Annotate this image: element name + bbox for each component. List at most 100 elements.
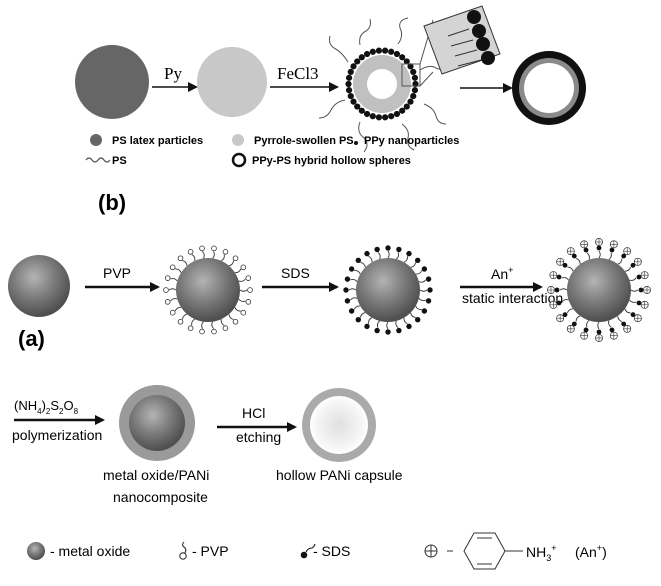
oplus-icon [424, 544, 438, 558]
pvp-head [211, 245, 217, 252]
legend-sds-symbol [300, 543, 316, 559]
legend-pvp-symbol [179, 541, 187, 560]
ppy-nanoparticle [399, 54, 406, 61]
ligand-tail [629, 277, 637, 281]
pvp-ligands [163, 245, 253, 335]
ligand-tail [586, 320, 590, 328]
ligand-tail [575, 315, 581, 322]
ppy-nanoparticle [345, 74, 353, 81]
ligand-tail [630, 289, 639, 292]
metal-oxide-pani-composite [119, 385, 195, 461]
pvp-head [222, 248, 229, 255]
sds-head [583, 247, 589, 253]
ligand-tail [353, 305, 361, 310]
pvp-coated-particle [163, 245, 253, 335]
ps-latex-particle [75, 45, 149, 119]
sds-head [571, 321, 577, 327]
legend-ps-latex-swatch [90, 134, 102, 146]
legend-pyrrole-swatch [232, 134, 244, 146]
ligand-tail [377, 320, 381, 328]
ligand-tail [629, 299, 637, 303]
pvp-head [169, 264, 176, 271]
ligand-tail [191, 318, 195, 326]
ligand-tail [418, 279, 427, 283]
pyrrole-swollen-ps [197, 47, 267, 117]
ppy-nanoparticle [403, 58, 410, 65]
ligand-tail [395, 252, 399, 260]
ligand-tail [238, 298, 246, 302]
ligand-tail [608, 320, 612, 328]
sds-head [414, 316, 421, 323]
sds-head [425, 298, 432, 304]
ligand-tail [170, 298, 178, 302]
ligand-tail [239, 289, 248, 292]
sds-head [609, 327, 615, 333]
sds-head [374, 246, 380, 253]
ligand-tail [410, 312, 416, 319]
sds-head [364, 250, 370, 257]
sds-head [396, 327, 402, 334]
ligand-tail [567, 308, 574, 314]
sds-head [556, 300, 562, 306]
ligand-tail [410, 262, 417, 268]
reagent-sds: SDS [281, 265, 310, 281]
pvp-head [199, 245, 205, 252]
sds-coated-particle [343, 245, 433, 335]
ligand-tail [182, 313, 188, 320]
panel-a-label: (a) [18, 326, 45, 351]
note-static-interaction: static interaction [462, 290, 563, 306]
sds-head [609, 247, 615, 253]
sds-head [571, 253, 577, 259]
metal-oxide-core [8, 255, 70, 317]
ligand-tail [586, 252, 590, 260]
sds-head [427, 287, 433, 293]
ppy-nanoparticle [369, 113, 376, 120]
ppy-nanoparticle [399, 107, 406, 114]
ppy-nanoparticle [410, 93, 417, 100]
pvp-head [164, 275, 171, 281]
pvp-head [177, 255, 184, 262]
ligand-tail [617, 258, 623, 265]
benzene-ring-icon [463, 532, 523, 570]
pvp-head [163, 287, 169, 293]
legend-nh3: NH3+ [526, 543, 557, 563]
ligand-tail [608, 252, 612, 260]
sds-head [630, 312, 636, 318]
sds-head [406, 250, 412, 257]
ligand-tail [368, 317, 373, 324]
sds-head [343, 287, 349, 293]
pvp-head [232, 318, 239, 325]
sds-head [344, 276, 351, 282]
ppy-nanoparticle [358, 54, 365, 61]
sds-head [562, 262, 568, 268]
anilinium-adsorbed-particle [547, 238, 651, 342]
ligand-tail [395, 320, 399, 329]
ppy-nanoparticle [350, 63, 357, 70]
ligand-tail [415, 305, 422, 310]
ligand-tail [202, 251, 205, 259]
pvp-head [187, 325, 194, 332]
pvp-head [187, 248, 194, 255]
sds-head [406, 323, 412, 330]
pvp-head [240, 309, 247, 316]
ppy-nanoparticle-ring [345, 47, 419, 121]
sds-head [621, 321, 627, 327]
ligand-tail [403, 317, 408, 325]
ligand-tail [360, 261, 366, 268]
sds-head [374, 327, 380, 334]
sds-head [421, 308, 428, 314]
ppy-nanoparticle [358, 107, 365, 114]
panel-b: Py FeCl3 [75, 5, 586, 215]
reagent-pvp: PVP [103, 265, 131, 281]
note-polymerization: polymerization [12, 427, 102, 443]
sds-head [385, 245, 391, 251]
pvp-head [211, 328, 217, 335]
ligand-tail [377, 251, 381, 260]
sds-head [414, 257, 421, 264]
hollow-pani-capsule [302, 388, 376, 462]
legend-ppy-dot [354, 141, 358, 145]
ppy-nanoparticle [375, 114, 383, 121]
ppy-nanoparticle [363, 110, 371, 118]
sds-head [364, 323, 370, 330]
ligand-tail [561, 277, 569, 281]
